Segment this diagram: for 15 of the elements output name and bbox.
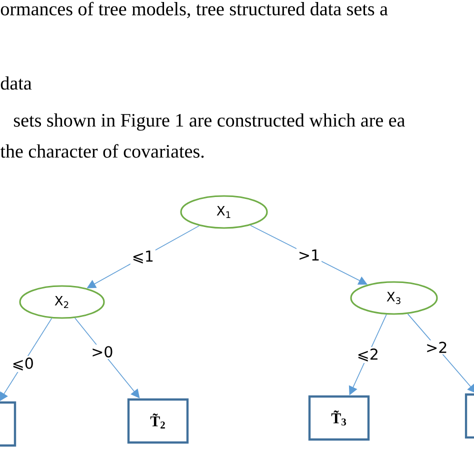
text-line: data bbox=[0, 76, 32, 90]
text-line: sets shown in Figure 1 are constructed which are ea bbox=[14, 113, 405, 131]
text-line: ormances of tree models, tree structured data sets a bbox=[0, 2, 388, 18]
edge-label: ⩽2 bbox=[355, 346, 380, 363]
edge-label: >2 bbox=[424, 340, 450, 354]
leaf-box: T̃$_{3}$ bbox=[308, 395, 370, 441]
leaf-box: T̃$_{2}$ bbox=[127, 398, 189, 444]
leaf-box bbox=[0, 401, 16, 447]
edge-label: >0 bbox=[90, 344, 115, 359]
text-line: the character of covariates. bbox=[0, 144, 204, 158]
edge-label: ⩽0 bbox=[10, 356, 36, 372]
edge-label: ⩽1 bbox=[130, 249, 156, 265]
edge-label: >1 bbox=[296, 248, 322, 262]
arrow bbox=[74, 318, 140, 398]
leaf-box bbox=[464, 393, 474, 439]
